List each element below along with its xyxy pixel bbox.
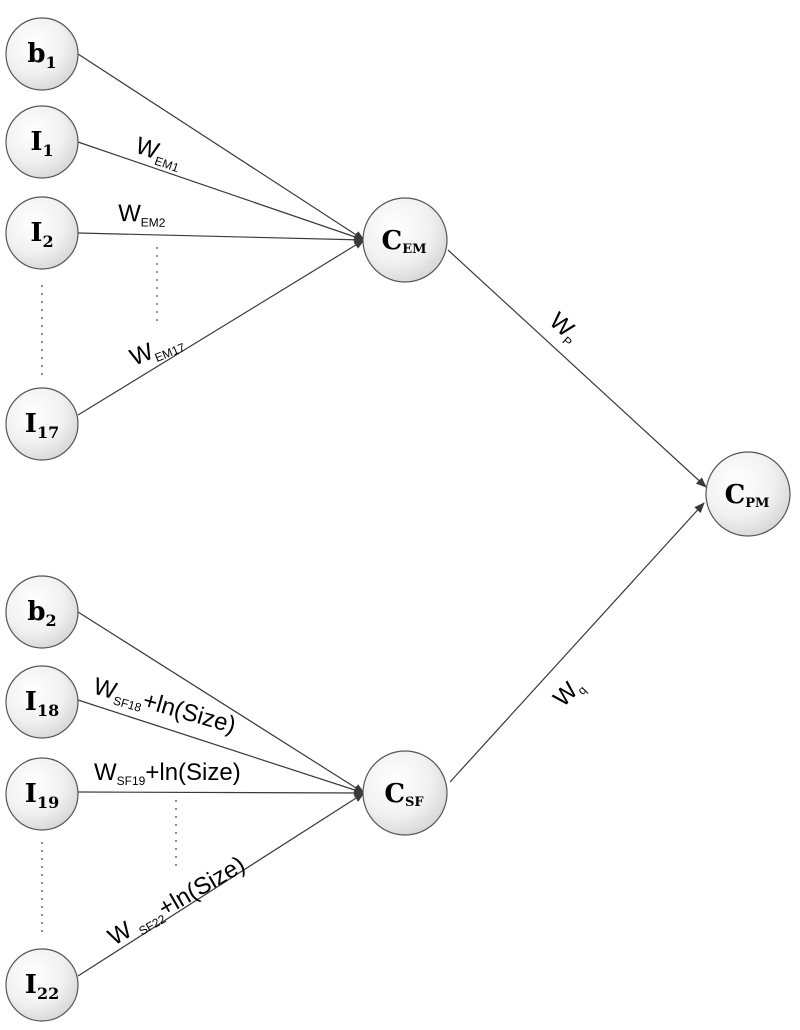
node-i22-sub: 22: [37, 984, 59, 1003]
edge-i1-cem: [77, 141, 366, 241]
edge-b2-csf: [77, 611, 365, 794]
node-cem-sub: EM: [402, 242, 426, 257]
svg-text:I19: I19: [25, 779, 59, 812]
node-cpm: CPM: [705, 451, 791, 537]
node-i2-sub: 2: [43, 232, 54, 251]
edge-b1-cem: [77, 53, 365, 241]
edge-csf-cpm: [449, 502, 705, 783]
node-i19-sub: 19: [37, 793, 59, 812]
node-b2-sub: 2: [46, 611, 57, 630]
node-i2: I2: [5, 196, 79, 270]
svg-text:I2: I2: [30, 218, 53, 251]
node-b1: b1: [5, 17, 79, 91]
svg-text:b1: b1: [27, 39, 56, 72]
svg-text:I1: I1: [30, 127, 53, 160]
node-i17-sub: 17: [37, 423, 59, 442]
node-cem-main: C: [381, 226, 402, 256]
node-i17: I17: [5, 387, 79, 461]
svg-text:I18: I18: [25, 687, 59, 720]
edge-i18-csf: [77, 699, 366, 795]
node-b2-main: b: [27, 597, 45, 627]
weight-label-q: Wq: [548, 672, 589, 713]
node-i19-main: I: [25, 779, 37, 809]
weight-label-sf19: WSF19+ln(Size): [94, 759, 241, 788]
node-i1-main: I: [30, 127, 42, 157]
weight-label-em2: WEM2: [118, 200, 166, 230]
edge-cem-cpm: [447, 249, 707, 488]
node-i17-main: I: [25, 409, 37, 439]
node-i22: I22: [5, 948, 79, 1022]
node-cpm-sub: PM: [745, 496, 769, 511]
svg-text:CSF: CSF: [384, 779, 424, 810]
node-b1-main: b: [27, 39, 45, 69]
edge-i22-csf: [77, 792, 365, 977]
svg-text:CEM: CEM: [381, 226, 426, 257]
node-i18-sub: 18: [37, 701, 59, 720]
node-i2-main: I: [30, 218, 42, 248]
weight-label-sf22: W SF22+ln(Size): [104, 851, 251, 953]
edge-i2-cem: [77, 232, 366, 245]
weight-label-sf18: WSF18+ln(Size): [90, 673, 239, 741]
node-cem: CEM: [362, 197, 448, 283]
node-i19: I19: [5, 757, 79, 831]
svg-text:b2: b2: [27, 597, 56, 630]
svg-text:I17: I17: [25, 409, 59, 442]
svg-text:CPM: CPM: [725, 480, 770, 511]
node-b1-sub: 1: [46, 53, 57, 72]
node-i22-main: I: [25, 970, 37, 1000]
node-cpm-main: C: [725, 480, 746, 510]
edge-i19-csf: [77, 788, 366, 798]
node-csf: CSF: [362, 750, 448, 836]
node-i18: I18: [5, 665, 79, 739]
weight-label-em1: WEM1: [131, 132, 186, 175]
edge-i17-cem: [77, 239, 365, 416]
node-b2: b2: [5, 575, 79, 649]
node-i18-main: I: [25, 687, 37, 717]
node-csf-sub: SF: [405, 795, 424, 810]
node-csf-main: C: [384, 779, 405, 809]
node-i1: I1: [5, 105, 79, 179]
svg-text:I22: I22: [25, 970, 59, 1003]
node-i1-sub: 1: [43, 141, 54, 160]
